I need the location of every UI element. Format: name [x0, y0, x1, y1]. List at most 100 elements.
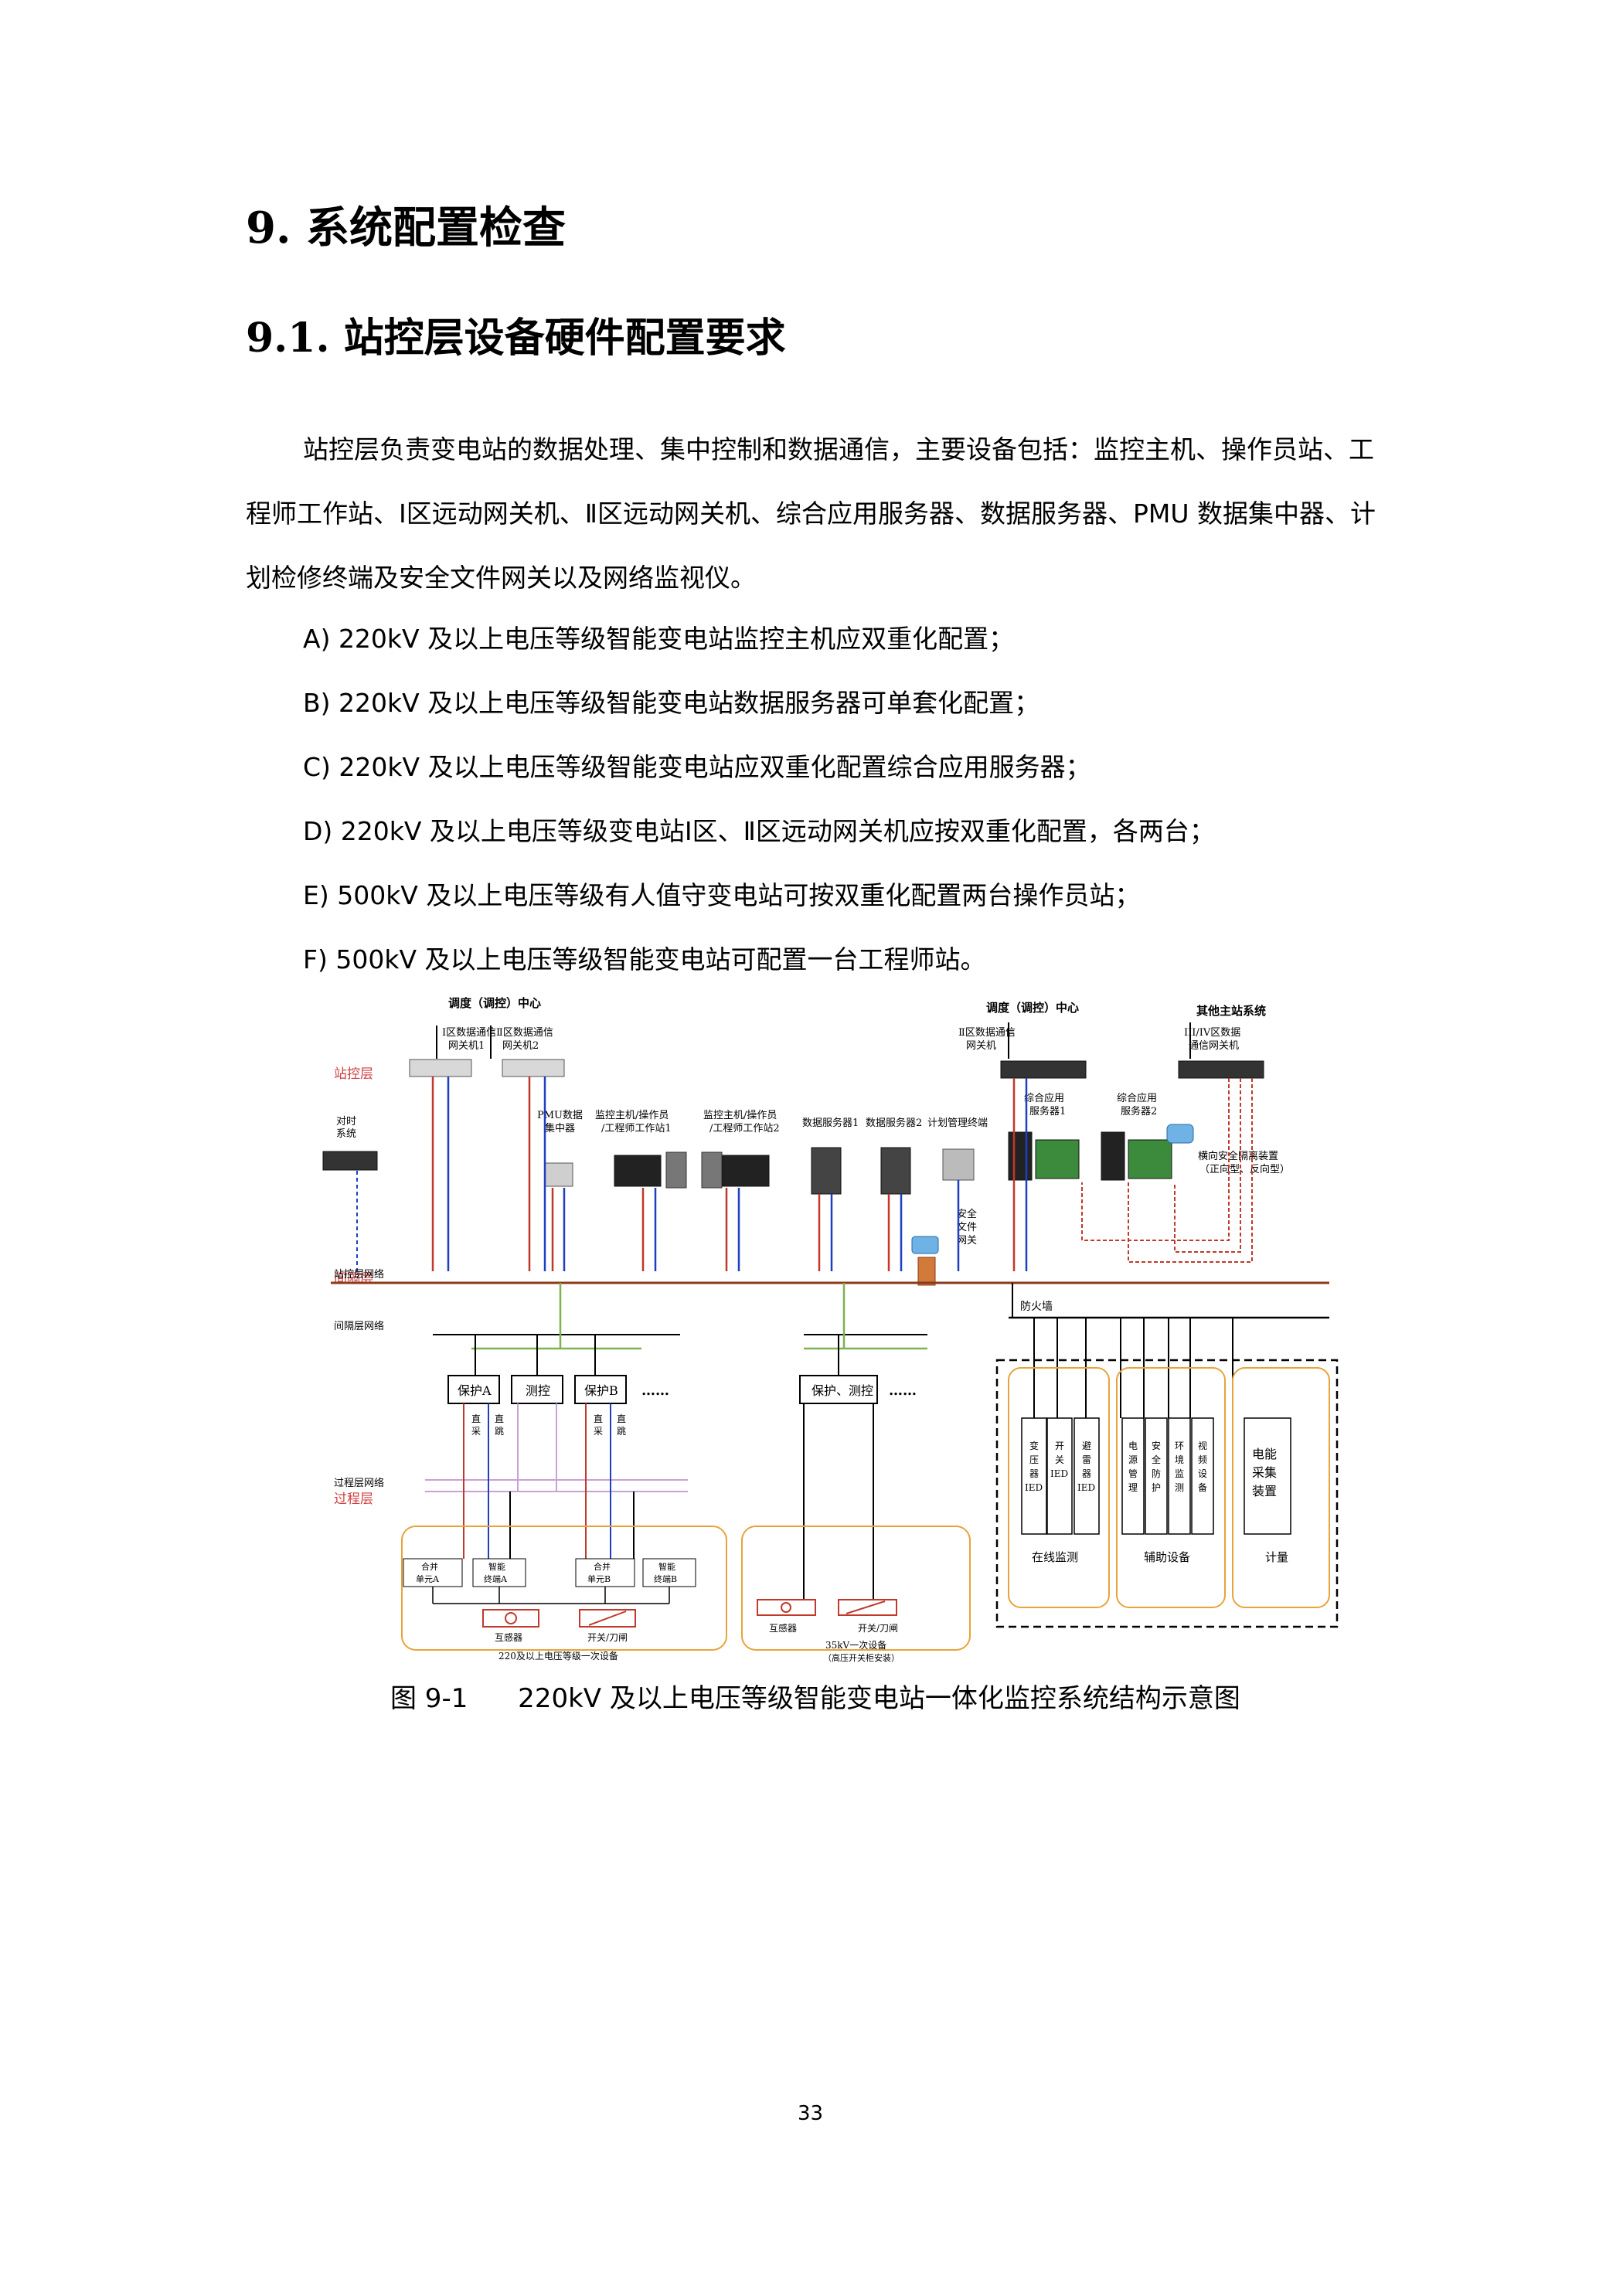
- direct-sample-a-1: 直: [471, 1413, 481, 1424]
- page-number: 33: [798, 2102, 824, 2125]
- auxiliary-system-frame: [995, 1359, 1339, 1628]
- arrester-ied-char-3: 器: [1082, 1468, 1091, 1479]
- station-network-label: 站控层网络: [334, 1268, 384, 1281]
- ws2-label-line2: /工程师工作站2: [709, 1123, 780, 1134]
- app-server2-label-line1: 综合应用: [1117, 1092, 1157, 1104]
- section-heading: 9. 系统配置检查: [246, 202, 566, 253]
- measurement-control-label: 测控: [526, 1383, 550, 1398]
- pmu-device: [544, 1162, 573, 1187]
- ws1-label-line2: /工程师工作站1: [601, 1123, 672, 1134]
- gw3-label-line2: 网关机: [966, 1040, 996, 1052]
- firewall-label: 防火墙: [1020, 1301, 1053, 1313]
- environment-char-2: 境: [1175, 1454, 1184, 1465]
- system-architecture-diagram: 调度（调控）中心 调度（调控）中心 其他主站系统 Ⅰ区数据通信 网关机1 Ⅱ区数…: [322, 996, 1339, 1663]
- power-management-box: [1121, 1417, 1145, 1535]
- smart-terminal-a-label-2: 终端A: [484, 1573, 508, 1584]
- primary-220-caption: 220及以上电压等级一次设备: [498, 1651, 618, 1662]
- requirement-item-d: D) 220kV 及以上电压等级变电站Ⅰ区、Ⅱ区远动网关机应按双重化配置，各两台…: [303, 816, 1215, 846]
- data-server1-label: 数据服务器1: [802, 1117, 859, 1129]
- direct-sample-b-1: 直: [594, 1413, 603, 1424]
- online-monitoring-frame: [1008, 1367, 1110, 1608]
- environment-char-3: 监: [1175, 1468, 1184, 1479]
- station-layer-label: 站控层: [334, 1066, 373, 1082]
- direct-trip-a-1: 直: [495, 1413, 504, 1424]
- requirement-item-f: F) 500kV 及以上电压等级智能变电站可配置一台工程师站。: [303, 944, 986, 975]
- security-char-2: 全: [1152, 1454, 1161, 1465]
- bay-network-label: 间隔层网络: [334, 1320, 384, 1332]
- requirement-item-e: E) 500kV 及以上电压等级有人值守变电站可按双重化配置两台操作员站；: [303, 880, 1141, 910]
- gateway1-device: [409, 1059, 472, 1077]
- metering-frame: [1232, 1367, 1330, 1608]
- ellipsis-left: ……: [641, 1383, 669, 1399]
- merging-unit-a-label-1: 合并: [421, 1561, 438, 1572]
- smart-terminal-a-label-1: 智能: [488, 1561, 505, 1572]
- video-char-3: 设: [1198, 1468, 1207, 1479]
- video-char-2: 频: [1198, 1454, 1207, 1465]
- metering-label: 计量: [1265, 1550, 1288, 1564]
- energy-collection-box: [1244, 1417, 1291, 1535]
- figure-caption: 图 9-1 220kV 及以上电压等级智能变电站一体化监控系统结构示意图: [390, 1683, 1240, 1714]
- dispatch-center-right-label: 调度（调控）中心: [986, 1001, 1079, 1015]
- power-mgmt-char-2: 源: [1128, 1454, 1138, 1465]
- pmu-label-line1: PMU数据: [537, 1110, 583, 1121]
- primary-35-caption-2: （高压开关柜安装）: [823, 1652, 900, 1663]
- subsection-heading: 9.1. 站控层设备硬件配置要求: [246, 315, 786, 362]
- protection-a-box: [447, 1375, 500, 1404]
- switch-ied-char-1: 开: [1055, 1441, 1064, 1451]
- switch-ied-char-3: IED: [1050, 1468, 1068, 1479]
- app-server2-label-line2: 服务器2: [1121, 1105, 1157, 1117]
- switch-ied-char-2: 关: [1055, 1454, 1064, 1465]
- merging-unit-b-box: [575, 1558, 635, 1587]
- data-server2-label: 数据服务器2: [866, 1117, 922, 1129]
- video-equipment-box: [1191, 1417, 1214, 1535]
- requirement-item-c: C) 220kV 及以上电压等级智能变电站应双重化配置综合应用服务器；: [303, 752, 1091, 782]
- safe-gateway-label-3: 网关: [957, 1235, 977, 1247]
- time-system-label-line1: 对时: [336, 1116, 356, 1128]
- power-mgmt-char-3: 管: [1128, 1468, 1138, 1479]
- direct-sample-a-2: 采: [471, 1426, 481, 1437]
- environment-char-4: 测: [1175, 1482, 1184, 1493]
- primary-equipment-35-frame: [741, 1526, 971, 1651]
- instrument-transformer-220-icon: [482, 1609, 539, 1628]
- auxiliary-equipment-label: 辅助设备: [1144, 1550, 1190, 1564]
- gw4-label-line1: III/IV区数据: [1184, 1027, 1240, 1039]
- workstation1-monitor: [614, 1155, 662, 1187]
- arrester-ied-box: [1073, 1417, 1100, 1535]
- app-server1-label-line2: 服务器1: [1029, 1105, 1066, 1117]
- primary-equipment-220-frame: [401, 1526, 727, 1651]
- online-monitoring-label: 在线监测: [1032, 1550, 1078, 1564]
- app-server1-label-line1: 综合应用: [1024, 1092, 1064, 1104]
- workstation2-monitor: [722, 1155, 770, 1187]
- security-char-3: 防: [1152, 1468, 1161, 1479]
- merging-unit-a-label-2: 单元A: [416, 1574, 440, 1584]
- merging-unit-a-box: [403, 1558, 463, 1587]
- auxiliary-equipment-frame: [1116, 1367, 1226, 1608]
- ellipsis-right: ……: [889, 1383, 917, 1399]
- protection-b-box: [574, 1375, 627, 1404]
- transformer-ied-box: [1021, 1417, 1047, 1535]
- gw3-label-line1: Ⅱ区数据通信: [958, 1027, 1016, 1039]
- gateway3-device: [1000, 1060, 1087, 1079]
- video-char-1: 视: [1198, 1440, 1207, 1451]
- gw1-label-line1: Ⅰ区数据通信: [442, 1027, 496, 1039]
- arrester-ied-char-4: IED: [1077, 1482, 1095, 1493]
- transformer-ied-char-4: IED: [1025, 1482, 1043, 1493]
- intro-paragraph-text: 站控层负责变电站的数据处理、集中控制和数据通信，主要设备包括：监控主机、操作员站…: [246, 434, 1376, 593]
- power-mgmt-char-1: 电: [1128, 1441, 1138, 1451]
- system-architecture-figure: 调度（调控）中心 调度（调控）中心 其他主站系统 Ⅰ区数据通信 网关机1 Ⅱ区数…: [309, 985, 1345, 1665]
- switch-ied-box: [1046, 1417, 1073, 1535]
- video-char-4: 备: [1198, 1482, 1207, 1493]
- smart-terminal-b-box: [642, 1558, 696, 1587]
- isolation-label-line1: 横向安全隔离装置: [1198, 1150, 1278, 1162]
- app-server1-monitor: [1035, 1139, 1080, 1179]
- requirement-item-a: A) 220kV 及以上电压等级智能变电站监控主机应双重化配置；: [303, 624, 1015, 654]
- direct-trip-a-2: 跳: [495, 1426, 504, 1437]
- safe-gateway-label-2: 文件: [957, 1222, 977, 1233]
- environment-monitoring-box: [1168, 1417, 1191, 1535]
- ws1-label-line1: 监控主机/操作员: [595, 1109, 669, 1121]
- protection-measurement-box: [799, 1375, 878, 1404]
- process-network-label: 过程层网络: [334, 1477, 384, 1489]
- environment-char-1: 环: [1175, 1441, 1184, 1451]
- gw1-label-line2: 网关机1: [448, 1040, 485, 1052]
- process-layer-label: 过程层: [334, 1492, 373, 1507]
